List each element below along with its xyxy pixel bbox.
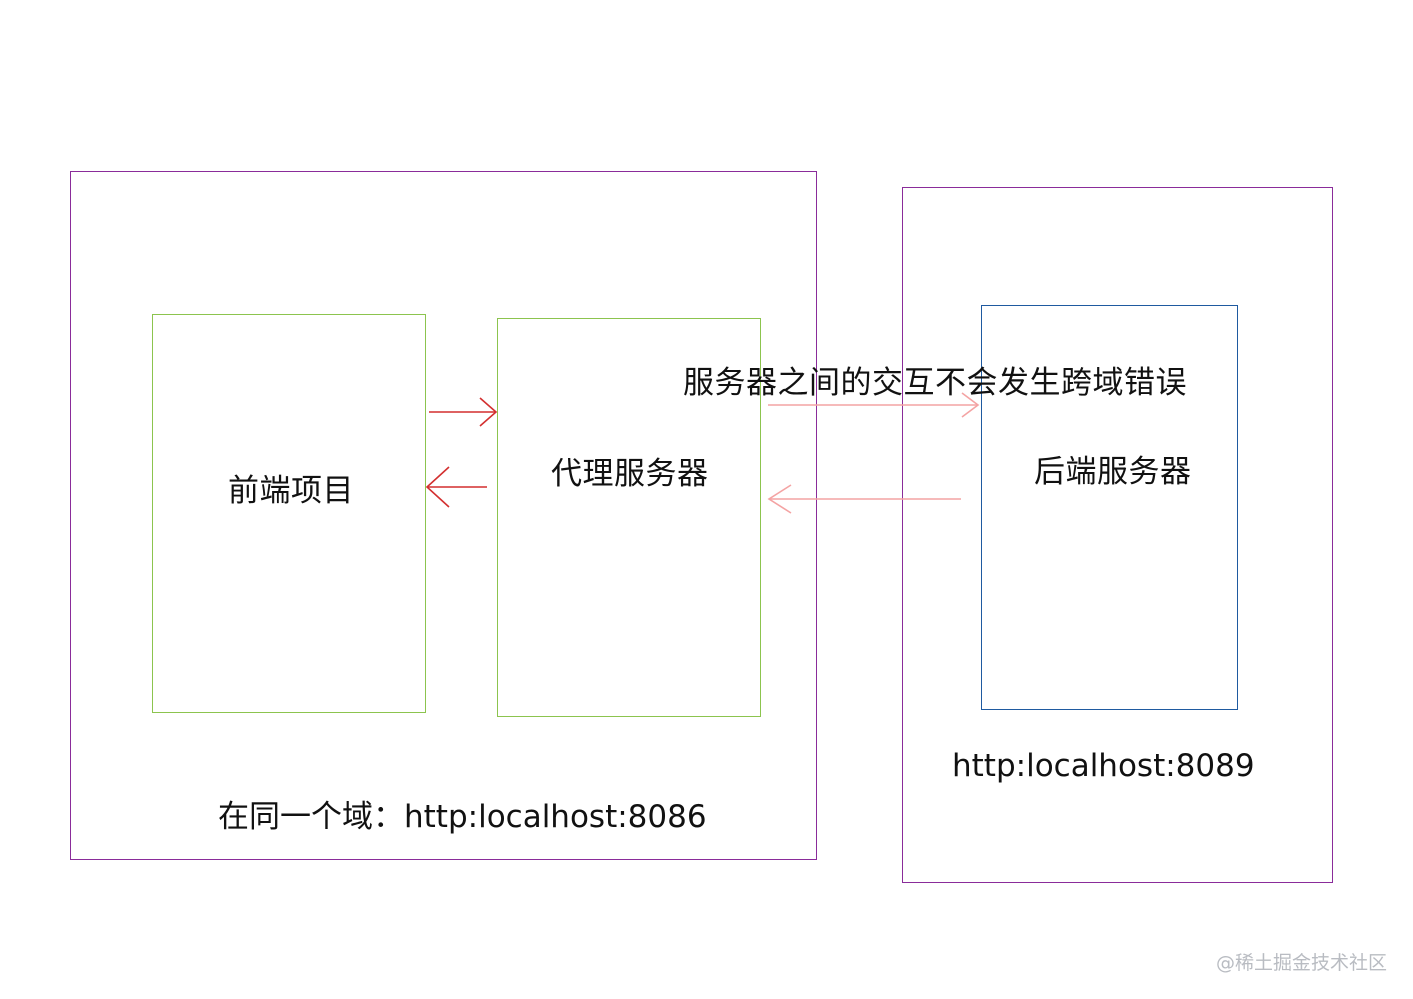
- cross-origin-note: 服务器之间的交互不会发生跨域错误: [683, 365, 1187, 401]
- proxy-box: [497, 318, 761, 717]
- left-domain-label: 在同一个域：http:localhost:8086: [218, 799, 707, 835]
- backend-label: 后端服务器: [1034, 454, 1192, 490]
- watermark-text: @稀土掘金技术社区: [1215, 952, 1387, 974]
- left-domain-box: [70, 171, 817, 860]
- frontend-box: [152, 314, 426, 713]
- frontend-label: 前端项目: [228, 473, 354, 509]
- proxy-label: 代理服务器: [551, 456, 709, 492]
- right-domain-box: [902, 187, 1333, 883]
- backend-box: [981, 305, 1238, 710]
- right-domain-label: http:localhost:8089: [952, 748, 1255, 784]
